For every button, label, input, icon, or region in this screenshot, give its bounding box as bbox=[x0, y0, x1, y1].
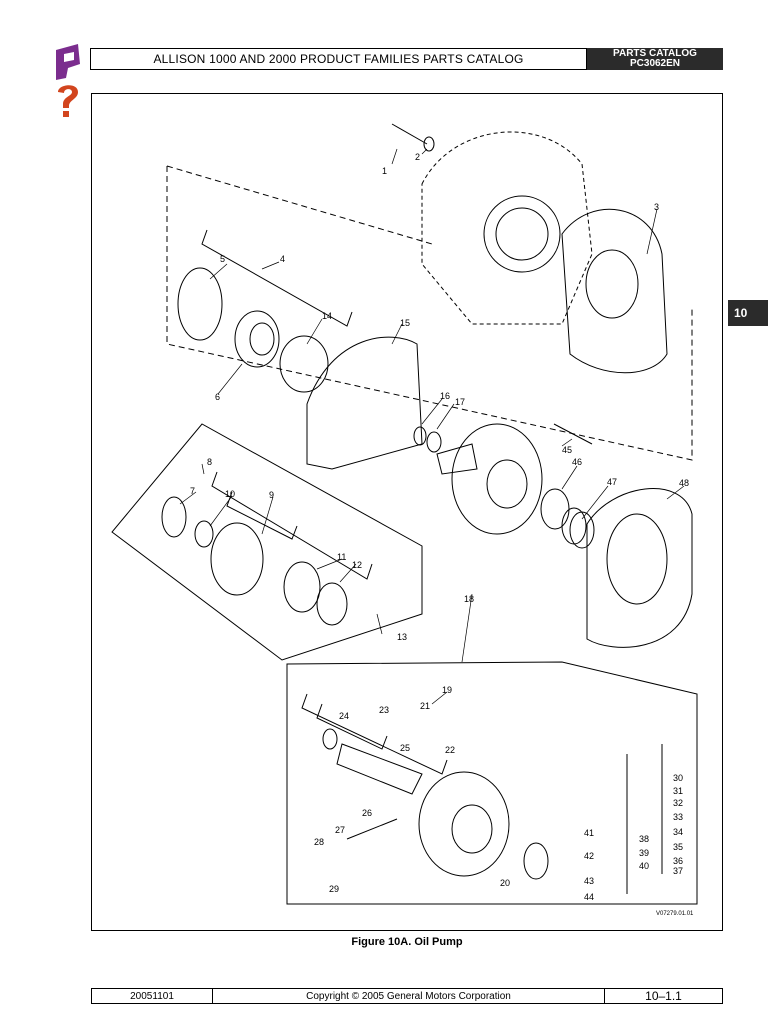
callout: 16 bbox=[440, 391, 450, 401]
callout: 9 bbox=[269, 490, 274, 500]
callout: 30 bbox=[673, 773, 683, 783]
callout: 10 bbox=[225, 489, 235, 499]
callout: 43 bbox=[584, 876, 594, 886]
footer-date: 20051101 bbox=[92, 989, 213, 1003]
callout: 4 bbox=[280, 254, 285, 264]
callout: 32 bbox=[673, 798, 683, 808]
callout: 13 bbox=[397, 632, 407, 642]
callout: 35 bbox=[673, 842, 683, 852]
callout: 18 bbox=[464, 594, 474, 604]
figure-caption: Figure 10A. Oil Pump bbox=[351, 936, 463, 948]
callout: 24 bbox=[339, 711, 349, 721]
callout: 27 bbox=[335, 825, 345, 835]
callout: 38 bbox=[639, 834, 649, 844]
callout: 8 bbox=[207, 457, 212, 467]
callout: 41 bbox=[584, 828, 594, 838]
callout: 34 bbox=[673, 827, 683, 837]
oil-pump-diagram: 1 2 3 4 5 6 7 8 9 10 11 12 13 14 15 16 1… bbox=[111, 123, 698, 917]
callout: 37 bbox=[673, 866, 683, 876]
callout: 5 bbox=[220, 254, 225, 264]
figure-id: V07279.01.01 bbox=[656, 911, 694, 917]
callout: 11 bbox=[337, 552, 346, 562]
callout: 31 bbox=[673, 786, 683, 796]
callout: 25 bbox=[400, 743, 410, 753]
callout: 33 bbox=[673, 812, 683, 822]
footer-copyright: Copyright © 2005 General Motors Corporat… bbox=[213, 989, 605, 1003]
callout: 21 bbox=[420, 701, 430, 711]
callout: 23 bbox=[379, 705, 389, 715]
callout: 20 bbox=[500, 878, 510, 888]
callout: 7 bbox=[190, 486, 195, 496]
callout: 15 bbox=[400, 318, 410, 328]
callout: 12 bbox=[352, 560, 362, 570]
catalog-code-line1: PARTS CATALOG bbox=[613, 48, 697, 59]
callout: 40 bbox=[639, 861, 649, 871]
callout: 42 bbox=[584, 851, 594, 861]
catalog-code-line2: PC3062EN bbox=[629, 58, 681, 69]
catalog-title: ALLISON 1000 AND 2000 PRODUCT FAMILIES P… bbox=[90, 48, 587, 70]
question-mark-icon bbox=[58, 85, 78, 117]
callout: 1 bbox=[382, 166, 387, 176]
page-footer: 20051101 Copyright © 2005 General Motors… bbox=[91, 988, 723, 1004]
allison-logo-icon bbox=[56, 44, 80, 117]
callout: 45 bbox=[562, 445, 572, 455]
callout: 48 bbox=[679, 478, 689, 488]
figure-callouts: 1 2 3 4 5 6 7 8 9 10 11 12 13 14 15 16 1… bbox=[190, 152, 689, 902]
section-tab[interactable]: 10 bbox=[728, 300, 768, 326]
callout: 29 bbox=[329, 884, 339, 894]
exploded-view-figure: 1 2 3 4 5 6 7 8 9 10 11 12 13 14 15 16 1… bbox=[91, 93, 723, 931]
callout: 6 bbox=[215, 392, 220, 402]
catalog-code-badge: PARTS CATALOG PC3062EN bbox=[587, 48, 723, 70]
callout: 44 bbox=[584, 892, 594, 902]
callout: 17 bbox=[455, 397, 465, 407]
callout: 46 bbox=[572, 457, 582, 467]
callout: 28 bbox=[314, 837, 324, 847]
callout: 47 bbox=[607, 477, 617, 487]
callout: 22 bbox=[445, 745, 455, 755]
callout: 26 bbox=[362, 808, 372, 818]
callout: 36 bbox=[673, 856, 683, 866]
footer-page-number: 10–1.1 bbox=[645, 989, 682, 1003]
callout: 3 bbox=[654, 202, 659, 212]
callout: 14 bbox=[322, 311, 332, 321]
callout: 19 bbox=[442, 685, 452, 695]
callout: 2 bbox=[415, 152, 420, 162]
callout: 39 bbox=[639, 848, 649, 858]
